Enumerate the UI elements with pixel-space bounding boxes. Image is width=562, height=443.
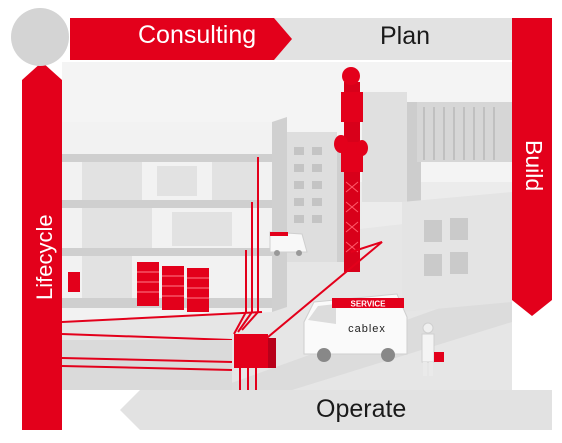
- distribution-box: [234, 334, 276, 390]
- technician-figure: [421, 322, 444, 376]
- plan-label: Plan: [380, 22, 431, 50]
- operate-label: Operate: [316, 395, 407, 423]
- build-label: Build: [521, 140, 547, 192]
- lifecycle-arrow: [22, 62, 62, 430]
- server-racks: [137, 262, 209, 312]
- operate-arrow: [120, 390, 552, 430]
- background-van: [269, 231, 308, 256]
- consulting-label: Consulting: [138, 21, 257, 49]
- build-arrow: [512, 18, 552, 316]
- van-brand-text: cablex: [348, 323, 386, 335]
- cutaway-building: [62, 117, 287, 322]
- cell-tower: [334, 67, 368, 272]
- plan-band: [270, 18, 512, 60]
- van-service-text: SERVICE: [351, 300, 387, 309]
- consulting-arrow: [70, 18, 292, 60]
- service-van: SERVICE cablex: [303, 293, 408, 362]
- start-circle: [11, 8, 69, 66]
- network-illustration: SERVICE cablex: [62, 62, 512, 390]
- lifecycle-label: Lifecycle: [32, 214, 57, 300]
